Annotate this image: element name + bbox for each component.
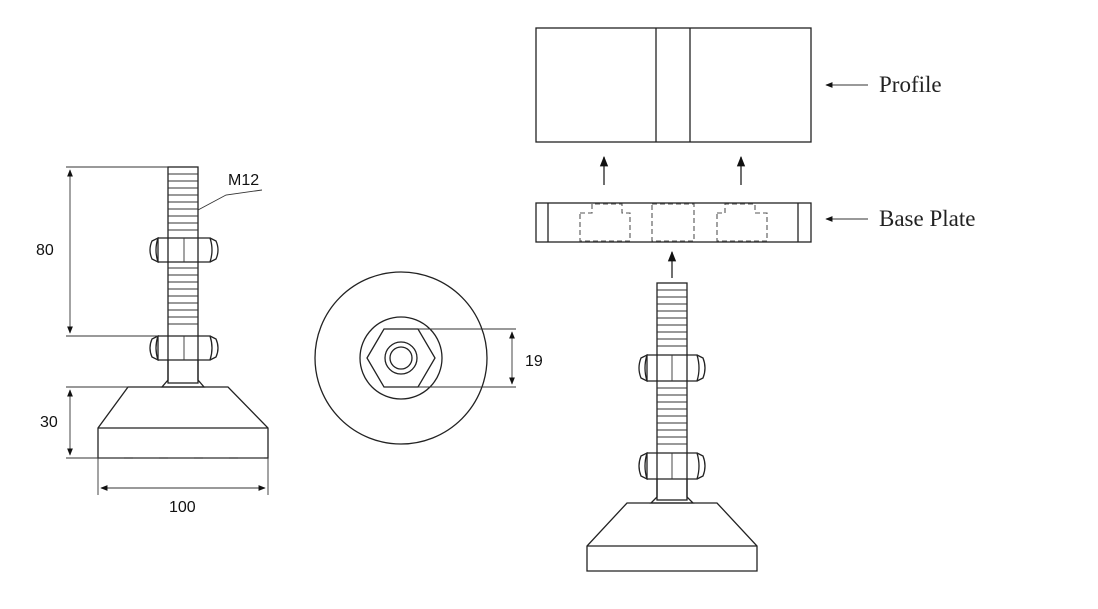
thread-hole-inner [389, 346, 413, 370]
dim-hex-size: 19 [525, 353, 543, 370]
base-outer-circle [314, 271, 488, 445]
side-view: 80 30 100 M12 [36, 166, 269, 516]
hex-outline [366, 328, 436, 388]
assembly-view: Profile Base Plate [535, 27, 975, 572]
base-plate-label: Base Plate [879, 206, 975, 231]
dim-base-diameter: 100 [169, 499, 196, 516]
dim-thread-length: 80 [36, 242, 54, 259]
profile-label: Profile [879, 72, 942, 97]
dim-base-height: 30 [40, 414, 58, 431]
assembly-leveling-foot [586, 282, 758, 572]
profile-block [535, 27, 812, 143]
thread-hole-outer [384, 341, 418, 375]
thread-lines [168, 173, 198, 325]
lower-hex-nut [149, 334, 219, 362]
base-inner-circle [359, 316, 443, 400]
base-pad [97, 386, 269, 459]
base-plate-block [535, 202, 812, 243]
upper-hex-nut [149, 236, 219, 264]
top-view: 19 [314, 271, 543, 445]
dim-thread-size: M12 [228, 172, 259, 189]
